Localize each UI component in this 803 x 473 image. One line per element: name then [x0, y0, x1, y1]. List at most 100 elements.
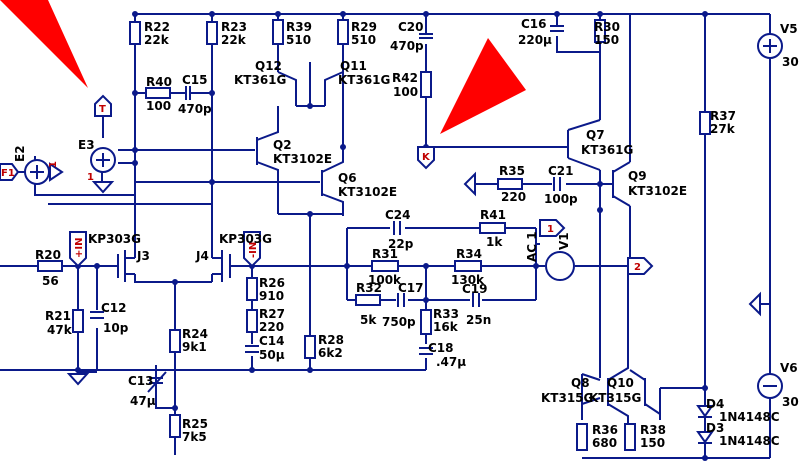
labels: R22 22k R23 22k R39 510 R29 510 C20 470p…: [13, 17, 799, 450]
capacitor-c15: [185, 86, 198, 100]
flag-2: [627, 257, 654, 275]
label-c14-value: 50µ: [259, 348, 285, 362]
label-c15-value: 470p: [178, 102, 212, 116]
label-c24-ref: C24: [385, 208, 411, 222]
label-r42-ref: R42: [392, 71, 418, 85]
red-pointers: [0, 0, 526, 134]
label-d4-ref: D4: [706, 397, 724, 411]
label-r32-value: 5k: [360, 313, 377, 327]
label-r35-value: 220: [501, 190, 526, 204]
diode-d3: [696, 424, 714, 444]
resistor-r32: [355, 294, 381, 306]
resistor-r25: [169, 414, 181, 438]
resistor-r29: [337, 19, 349, 45]
label-r28-value: 6k2: [318, 346, 343, 360]
ground-e3: [91, 181, 115, 194]
resistor-r20: [37, 260, 63, 272]
label-r20-ref: R20: [35, 248, 61, 262]
resistor-r38: [624, 423, 636, 451]
resistor-r39: [272, 19, 284, 45]
label-r41-ref: R41: [480, 208, 506, 222]
label-r38-value: 150: [640, 436, 665, 450]
label-q10-value: KT315G: [589, 391, 641, 405]
capacitor-c13: [147, 371, 167, 393]
label-j4-value: KP303G: [219, 232, 272, 246]
label-r32-ref: R32: [356, 281, 382, 295]
resistor-r34: [454, 260, 482, 272]
label-e2-ref: E2: [13, 145, 27, 162]
label-r34-value: 130k: [451, 273, 485, 287]
label-c20-ref: C20: [398, 20, 424, 34]
capacitor-c18: [419, 347, 433, 355]
label-c18-value: .47µ: [436, 355, 466, 369]
ground-v6: [748, 291, 761, 317]
label-r38-ref: R38: [640, 423, 666, 437]
label-q2-value: KT3102E: [273, 152, 332, 166]
label-q9-value: KT3102E: [628, 184, 687, 198]
label-c16-value: 220µ: [518, 33, 552, 47]
label-q6-ref: Q6: [338, 171, 357, 185]
pointer-arrow-center: [440, 38, 526, 134]
capacitor-c14: [245, 345, 259, 353]
label-v1-ref: V1: [557, 232, 571, 250]
resistors: [37, 19, 711, 451]
flag-k: [417, 146, 435, 170]
label-d4-value: 1N4148C: [719, 410, 780, 424]
diode-d4: [696, 388, 714, 424]
resistor-r27: [246, 309, 258, 333]
flag-k-label: K: [422, 152, 431, 163]
label-r40-ref: R40: [146, 75, 172, 89]
resistor-r24: [169, 329, 181, 353]
label-r22-ref: R22: [144, 20, 170, 34]
label-c24-value: 22p: [388, 237, 414, 251]
label-q6-value: KT3102E: [338, 185, 397, 199]
label-c19-ref: C19: [462, 282, 488, 296]
flag-1-r41-label: 1: [547, 224, 554, 235]
label-c21-ref: C21: [548, 164, 574, 178]
label-r24-ref: R24: [182, 327, 208, 341]
label-q12-value: KT361G: [234, 73, 286, 87]
label-r33-value: 16k: [433, 320, 459, 334]
ground-r35: [463, 171, 476, 197]
resistor-r41: [479, 222, 506, 234]
label-c13-ref: C13: [128, 374, 154, 388]
label-r23-value: 22k: [221, 33, 247, 47]
label-r29-value: 510: [351, 33, 376, 47]
net-flags: T K F1 +IN -IN 1 2: [0, 94, 654, 275]
label-r30-ref: R30: [594, 20, 620, 34]
label-q12-ref: Q12: [255, 59, 282, 73]
capacitor-c16: [550, 25, 564, 32]
label-r40-value: 100: [146, 99, 171, 113]
label-q11-ref: Q11: [340, 59, 367, 73]
capacitor-c17: [397, 293, 405, 307]
label-c14-ref: C14: [259, 334, 285, 348]
label-j4-ref: J4: [195, 249, 209, 263]
resistor-r26: [246, 277, 258, 301]
label-r28-ref: R28: [318, 333, 344, 347]
resistor-r35: [497, 178, 523, 190]
label-r29-ref: R29: [351, 20, 377, 34]
capacitor-c21: [553, 177, 561, 191]
capacitor-c24: [393, 221, 401, 235]
label-e2-pin1: 1: [48, 161, 59, 168]
sources: [24, 33, 783, 399]
flag-1-e2: [49, 162, 64, 182]
flag-t: [94, 94, 112, 117]
label-r35-ref: R35: [499, 164, 525, 178]
label-r21-value: 47k: [47, 323, 73, 337]
capacitor-c19: [472, 293, 480, 307]
flag-f1-label: F1: [1, 168, 15, 179]
resistor-r33: [420, 309, 432, 335]
label-v1-value: AC 1: [525, 231, 539, 262]
label-d3-ref: D3: [706, 421, 724, 435]
resistor-r23: [206, 21, 218, 45]
label-q10-ref: Q10: [607, 376, 634, 390]
capacitors: [90, 25, 564, 393]
label-r31-value: 100k: [368, 273, 402, 287]
label-v6-value: 30: [782, 395, 799, 409]
resistor-r21: [72, 309, 84, 333]
label-e3-pin1: 1: [87, 172, 94, 183]
label-j3-value: KP303G: [88, 232, 141, 246]
flag-in-minus-label: -IN: [248, 242, 259, 258]
